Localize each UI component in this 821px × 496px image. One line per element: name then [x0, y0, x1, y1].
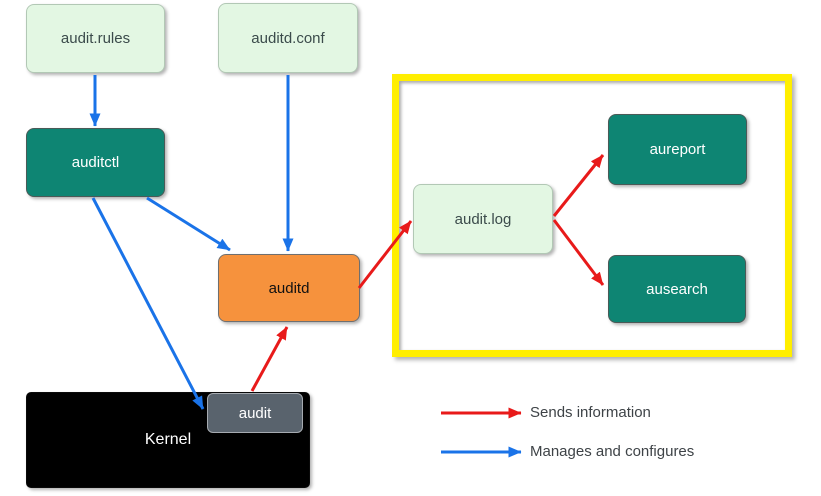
node-audit: audit: [207, 393, 303, 433]
legend-item-manages-configures: Manages and configures: [530, 443, 695, 460]
node-aureport-label: aureport: [649, 141, 706, 158]
node-auditd: auditd: [218, 254, 360, 322]
node-audit-log-label: audit.log: [454, 210, 512, 228]
node-aureport: aureport: [608, 114, 747, 185]
legend-item-sends-information: Sends information: [530, 404, 651, 421]
node-auditd-label: auditd: [268, 279, 310, 297]
node-ausearch: ausearch: [608, 255, 746, 323]
node-auditd-conf-label: auditd.conf: [251, 29, 325, 47]
node-ausearch-label: ausearch: [646, 280, 708, 298]
node-auditctl: auditctl: [26, 128, 165, 197]
edge-auditctl-to-auditd: [146, 196, 231, 252]
node-audit-label: audit: [238, 404, 272, 422]
edge-auditctl-to-kernel: [91, 197, 205, 410]
node-audit-rules: audit.rules: [26, 4, 165, 73]
node-audit-rules-label: audit.rules: [60, 30, 131, 47]
node-kernel-label: Kernel: [144, 431, 192, 448]
edge-audit-to-auditd: [250, 326, 289, 392]
node-auditd-conf: auditd.conf: [218, 3, 358, 73]
node-audit-log: audit.log: [413, 184, 553, 254]
node-auditctl-label: auditctl: [71, 154, 120, 171]
